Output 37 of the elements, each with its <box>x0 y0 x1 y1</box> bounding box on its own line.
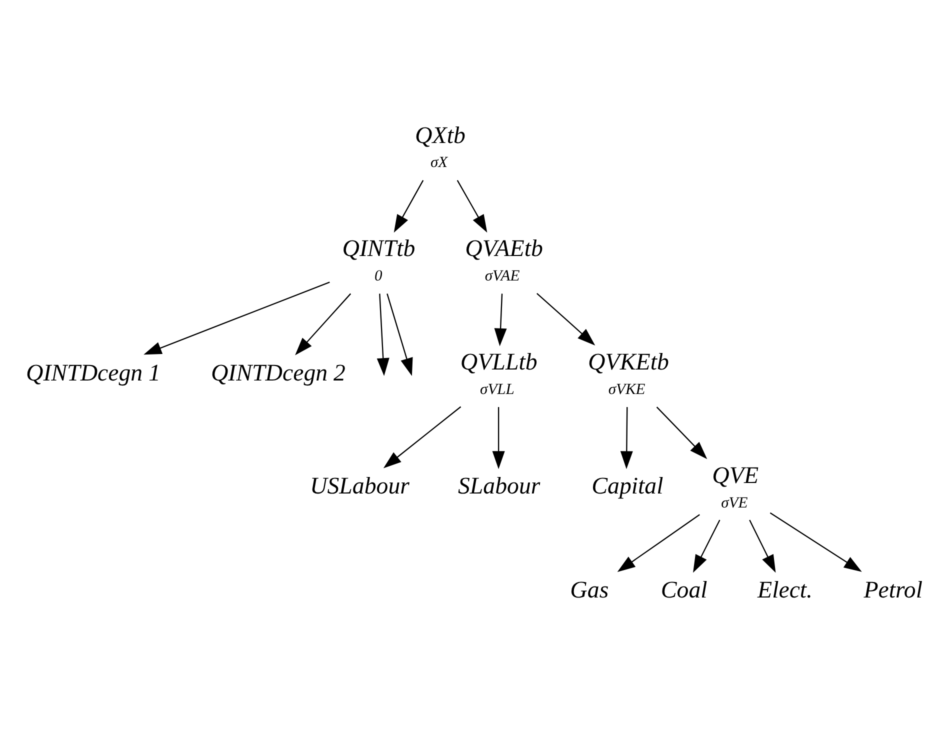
arrow <box>494 293 507 346</box>
node-text: QVAEtb <box>465 236 543 262</box>
arrow <box>394 180 424 232</box>
node-label: σVLL <box>480 380 514 398</box>
node-text: QINTDcegn 2 <box>210 360 346 386</box>
arrow <box>656 406 708 459</box>
node-text: USLabour <box>310 473 410 500</box>
node-text: QINTtb <box>342 236 416 262</box>
node-text: Elect. <box>758 577 813 604</box>
node-label: 0 <box>374 267 382 284</box>
node-text: Capital <box>592 473 664 500</box>
arrow <box>295 292 352 355</box>
arrow <box>492 406 505 469</box>
arrow <box>144 281 330 354</box>
node-label: σVAE <box>484 267 520 284</box>
node-text: QVLLtb <box>460 349 538 376</box>
node-text: Petrol <box>864 577 923 604</box>
node-label: σVE <box>721 494 748 511</box>
arrow <box>386 293 413 376</box>
node-label: σX <box>430 154 448 171</box>
node-text: QVE <box>712 462 759 488</box>
node-text: QINTDcegn 1 <box>26 360 161 386</box>
arrow <box>383 406 462 468</box>
arrow <box>536 292 596 345</box>
arrow <box>749 519 776 572</box>
arrow <box>617 514 700 572</box>
node-text: Gas <box>570 577 609 604</box>
node-text: QXtb <box>415 122 466 148</box>
arrow <box>770 512 862 572</box>
node-text: Coal <box>660 577 708 604</box>
arrow <box>456 180 488 232</box>
node-label: σVKE <box>608 380 646 398</box>
arrow <box>693 519 720 572</box>
node-text: SLabour <box>458 473 540 500</box>
arrow <box>620 406 633 469</box>
node-text: QVKEtb <box>588 349 669 376</box>
arrow <box>376 293 390 376</box>
